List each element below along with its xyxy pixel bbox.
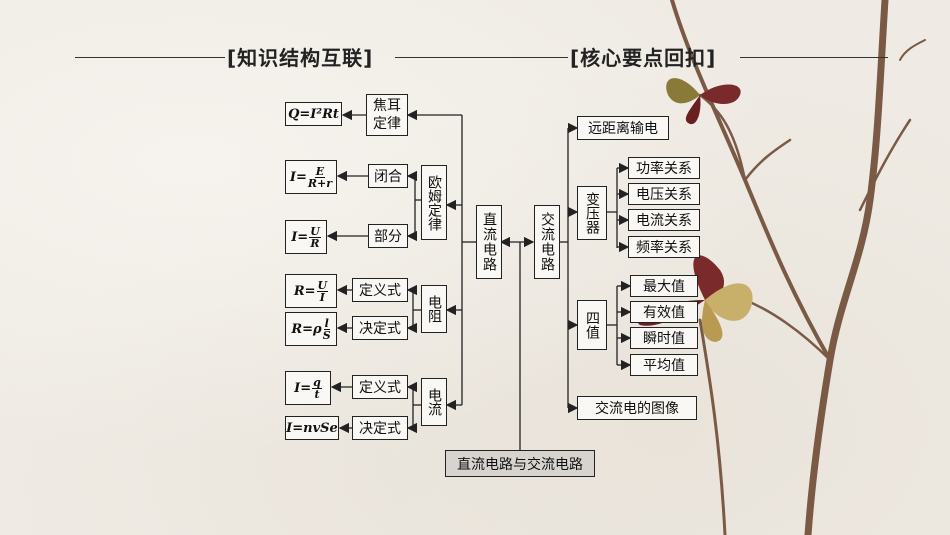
ac-circuit-label: 交流电路 <box>539 212 555 272</box>
transformer-label: 变压器 <box>584 192 600 234</box>
closed-formula-den: R+r <box>307 176 333 190</box>
current-determining-node: 决定式 <box>352 416 408 440</box>
current-node: 电流 <box>421 378 447 426</box>
current-determining-formula: I=nvSe <box>285 416 339 440</box>
partial-formula-den: R <box>310 236 320 250</box>
transformer-item-power: 功率关系 <box>628 157 700 179</box>
joule-law-label: 焦耳定律 <box>373 98 401 132</box>
value-item-instantaneous: 瞬时值 <box>630 327 698 349</box>
resistance-label: 电阻 <box>426 295 442 323</box>
resistance-det-lhs: R=ρ <box>291 321 322 337</box>
closed-formula-num: E <box>314 164 326 178</box>
joule-formula: Q=I²Rt <box>285 102 342 126</box>
partial-formula-lhs: I= <box>291 229 309 245</box>
header-title-right: [核心要点回扣] <box>570 46 717 70</box>
four-values-node: 四值 <box>577 300 607 350</box>
long-distance-transmission-node: 远距离输电 <box>577 116 669 140</box>
resistance-node: 电阻 <box>421 285 447 333</box>
value-item-effective: 有效值 <box>630 301 698 323</box>
resistance-det-num: l <box>323 316 330 330</box>
current-def-lhs: I= <box>294 380 312 396</box>
closed-circuit-node: 闭合 <box>368 164 408 188</box>
dc-circuit-node: 直流电路 <box>476 205 502 279</box>
transformer-item-voltage: 电压关系 <box>628 183 700 205</box>
current-def-den: t <box>314 387 320 401</box>
value-item-maximum: 最大值 <box>630 275 698 297</box>
transformer-node: 变压器 <box>577 186 607 240</box>
resistance-def-num: U <box>316 278 329 292</box>
root-node: 直流电路与交流电路 <box>445 450 595 477</box>
current-definition-node: 定义式 <box>352 375 408 399</box>
resistance-determining-node: 决定式 <box>352 316 408 340</box>
partial-formula-num: U <box>309 224 321 238</box>
current-def-num: q <box>312 375 322 389</box>
header-rule-left <box>75 57 225 58</box>
value-item-average: 平均值 <box>630 354 698 376</box>
header-rule-right <box>740 57 888 58</box>
header-title-left: [知识结构互联] <box>227 46 374 70</box>
closed-formula-lhs: I= <box>289 169 307 185</box>
partial-circuit-node: 部分 <box>368 224 408 248</box>
ohm-law-node: 欧姆定律 <box>421 165 447 240</box>
transformer-item-frequency: 频率关系 <box>628 236 700 258</box>
resistance-def-lhs: R= <box>293 283 316 299</box>
header-rule-middle <box>395 57 568 58</box>
ohm-law-label: 欧姆定律 <box>426 174 442 231</box>
dc-circuit-label: 直流电路 <box>481 212 497 272</box>
resistance-definition-node: 定义式 <box>352 278 408 302</box>
transformer-item-current: 电流关系 <box>628 209 700 231</box>
butterfly-icon-top <box>666 78 741 125</box>
resistance-def-den: I <box>319 290 325 304</box>
four-values-label: 四值 <box>584 311 600 339</box>
current-label: 电流 <box>426 388 442 416</box>
ac-circuit-node: 交流电路 <box>534 205 560 279</box>
ac-graph-node: 交流电的图像 <box>577 396 697 420</box>
resistance-det-den: S <box>322 328 331 342</box>
joule-law-node: 焦耳定律 <box>366 94 408 136</box>
